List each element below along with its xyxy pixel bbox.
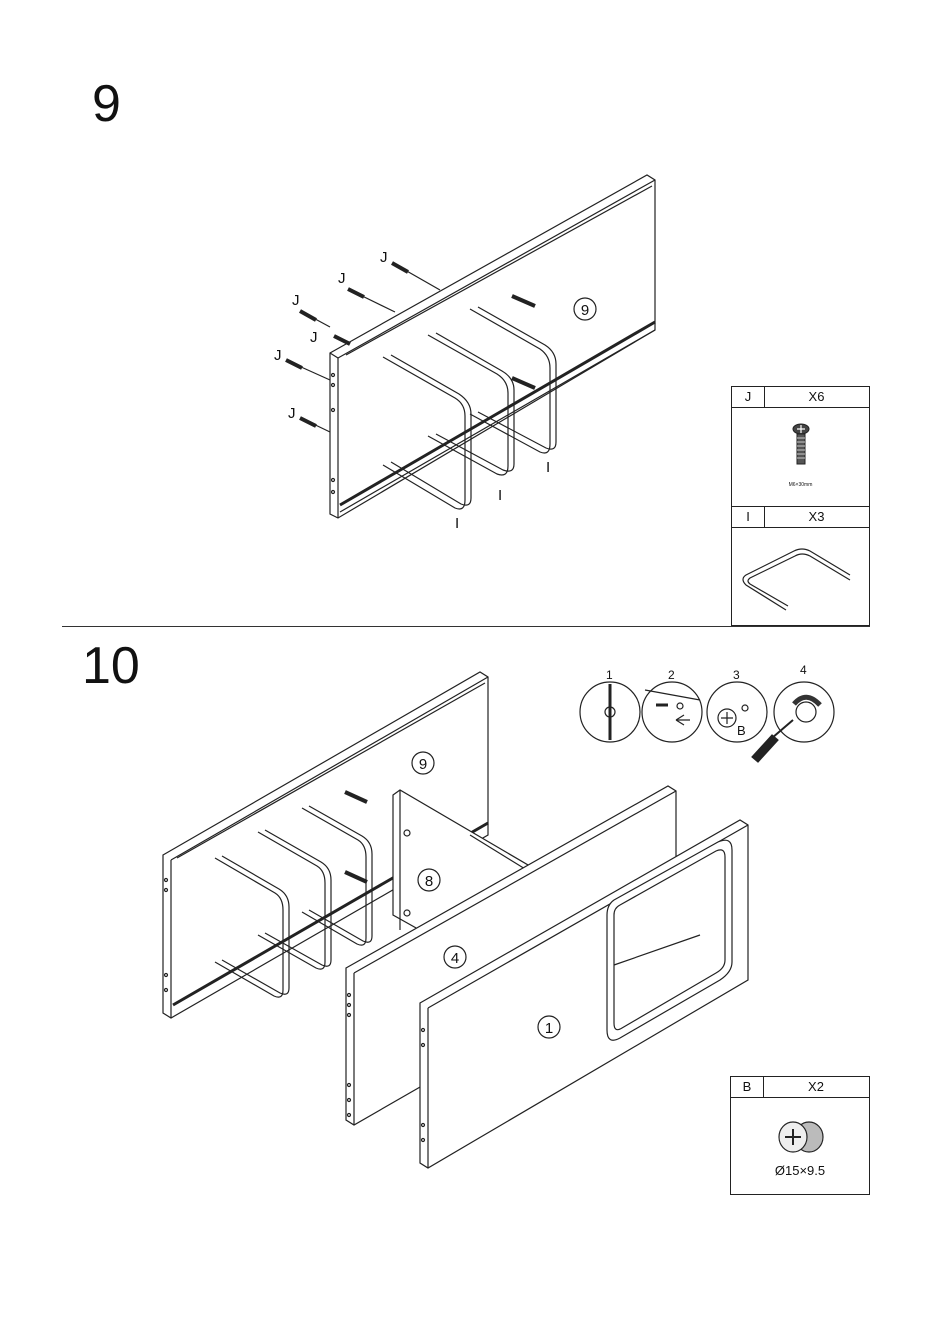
panel-4-label: 4 bbox=[451, 950, 459, 967]
cam-lock-spec: Ø15×9.5 bbox=[731, 1163, 869, 1178]
screwdriver-icon bbox=[752, 735, 778, 762]
parts-box-header: J X6 bbox=[732, 387, 869, 408]
leg-label: I bbox=[546, 459, 550, 476]
screw-label: J bbox=[292, 292, 300, 309]
panel-9 bbox=[330, 175, 655, 518]
leg-label: I bbox=[498, 487, 502, 504]
cam-lock-inset bbox=[580, 682, 834, 762]
parts-box-header: I X3 bbox=[732, 507, 869, 528]
parts-box-b: B X2 Ø15×9.5 bbox=[730, 1076, 870, 1195]
panel-8-label: 8 bbox=[425, 873, 433, 890]
part-code: I bbox=[732, 507, 765, 527]
screw-label: J bbox=[338, 270, 346, 287]
part-quantity: X3 bbox=[764, 507, 869, 527]
panel-1-label: 1 bbox=[545, 1020, 553, 1037]
panel-9-label: 9 bbox=[581, 302, 589, 319]
inset-step-number: 2 bbox=[668, 668, 675, 682]
screw-label: J bbox=[288, 405, 296, 422]
screw-label: J bbox=[310, 329, 318, 346]
cam-lock-icon bbox=[731, 1107, 871, 1167]
screw-spec: M6×30mm bbox=[732, 482, 869, 488]
screw-icon bbox=[732, 407, 871, 507]
panel-9-back-label: 9 bbox=[419, 756, 427, 773]
leg-label: I bbox=[455, 515, 459, 532]
screw-label: J bbox=[274, 347, 282, 364]
screw-label: J bbox=[380, 249, 388, 266]
parts-box-header: B X2 bbox=[731, 1077, 869, 1098]
inset-step-number: 1 bbox=[606, 668, 613, 682]
inset-step-number: 4 bbox=[800, 663, 807, 677]
parts-box-i: I X3 bbox=[731, 506, 870, 626]
part-code: B bbox=[731, 1077, 764, 1097]
part-code: J bbox=[732, 387, 765, 407]
u-leg-icon bbox=[732, 527, 871, 627]
inset-step-number: 3 bbox=[733, 668, 740, 682]
part-quantity: X2 bbox=[763, 1077, 869, 1097]
step-9-illustration: 9 J J J J J J I I I bbox=[274, 175, 655, 532]
inset-b-label: B bbox=[737, 723, 746, 738]
part-quantity: X6 bbox=[764, 387, 869, 407]
parts-box-j: J X6 M6×30mm bbox=[731, 386, 870, 507]
